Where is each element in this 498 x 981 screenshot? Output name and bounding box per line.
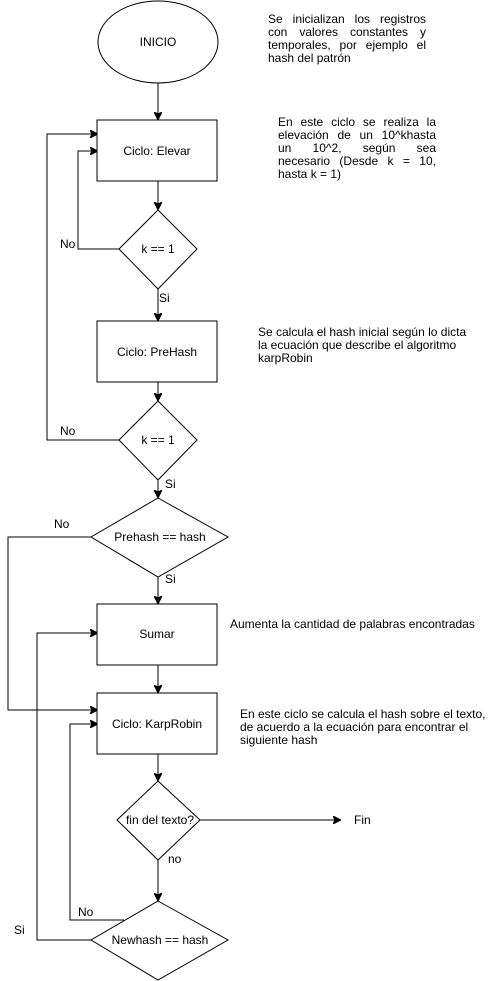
edge-label-cond1-no: No bbox=[60, 237, 76, 251]
node-end-label: Fin bbox=[354, 813, 371, 827]
node-karprobin-label: Ciclo: KarpRobin bbox=[112, 717, 202, 731]
node-karprobin: Ciclo: KarpRobin bbox=[96, 692, 218, 755]
edge-cond1-no-loop bbox=[77, 151, 119, 250]
node-cond1-label: k == 1 bbox=[141, 242, 175, 256]
edge-label-cond5-no: No bbox=[78, 905, 94, 919]
edge-label-cond5-yes: Si bbox=[14, 923, 25, 937]
node-cond2-label: k == 1 bbox=[141, 433, 175, 447]
node-cond3-label: Prehash == hash bbox=[114, 530, 205, 544]
node-start-label: INICIO bbox=[140, 35, 177, 49]
edge-label-cond3-no: No bbox=[54, 517, 70, 531]
node-cond5: Newhash == hash bbox=[90, 900, 230, 981]
node-elevar-label: Ciclo: Elevar bbox=[123, 144, 190, 158]
node-sumar-label: Sumar bbox=[139, 627, 174, 641]
edge-label-cond3-yes: Si bbox=[165, 572, 176, 586]
node-cond2: k == 1 bbox=[118, 400, 198, 481]
note-init: Se inicializan los registros con valores… bbox=[268, 12, 426, 65]
edge-cond5-yes-loop bbox=[36, 633, 97, 941]
note-elevar: En este ciclo se realiza la elevación de… bbox=[278, 115, 436, 181]
node-cond4: fin del texto? bbox=[116, 780, 201, 861]
edge-label-cond4-no: no bbox=[168, 852, 182, 866]
node-elevar: Ciclo: Elevar bbox=[96, 119, 218, 182]
note-karprobin: En este ciclo se calcula el hash sobre e… bbox=[240, 707, 486, 747]
node-start: INICIO bbox=[97, 0, 219, 84]
note-prehash: Se calcula el hash inicial según lo dict… bbox=[258, 325, 467, 365]
node-cond3: Prehash == hash bbox=[90, 497, 230, 578]
edge-label-cond2-no: No bbox=[60, 424, 76, 438]
node-cond5-label: Newhash == hash bbox=[112, 933, 209, 947]
node-prehash-label: Ciclo: PreHash bbox=[117, 345, 197, 359]
edge-cond2-no-loop bbox=[46, 134, 119, 441]
node-cond4-label: fin del texto? bbox=[126, 813, 194, 827]
node-prehash: Ciclo: PreHash bbox=[96, 320, 218, 383]
edge-cond5-no-loop bbox=[69, 724, 124, 921]
node-cond1: k == 1 bbox=[118, 209, 198, 290]
edge-label-cond2-yes: Si bbox=[165, 477, 176, 491]
edge-cond3-no-to-karprobin bbox=[7, 536, 97, 710]
edge-label-cond1-yes: Si bbox=[159, 291, 170, 305]
note-sumar: Aumenta la cantidad de palabras encontra… bbox=[230, 617, 475, 631]
node-sumar: Sumar bbox=[96, 603, 218, 666]
